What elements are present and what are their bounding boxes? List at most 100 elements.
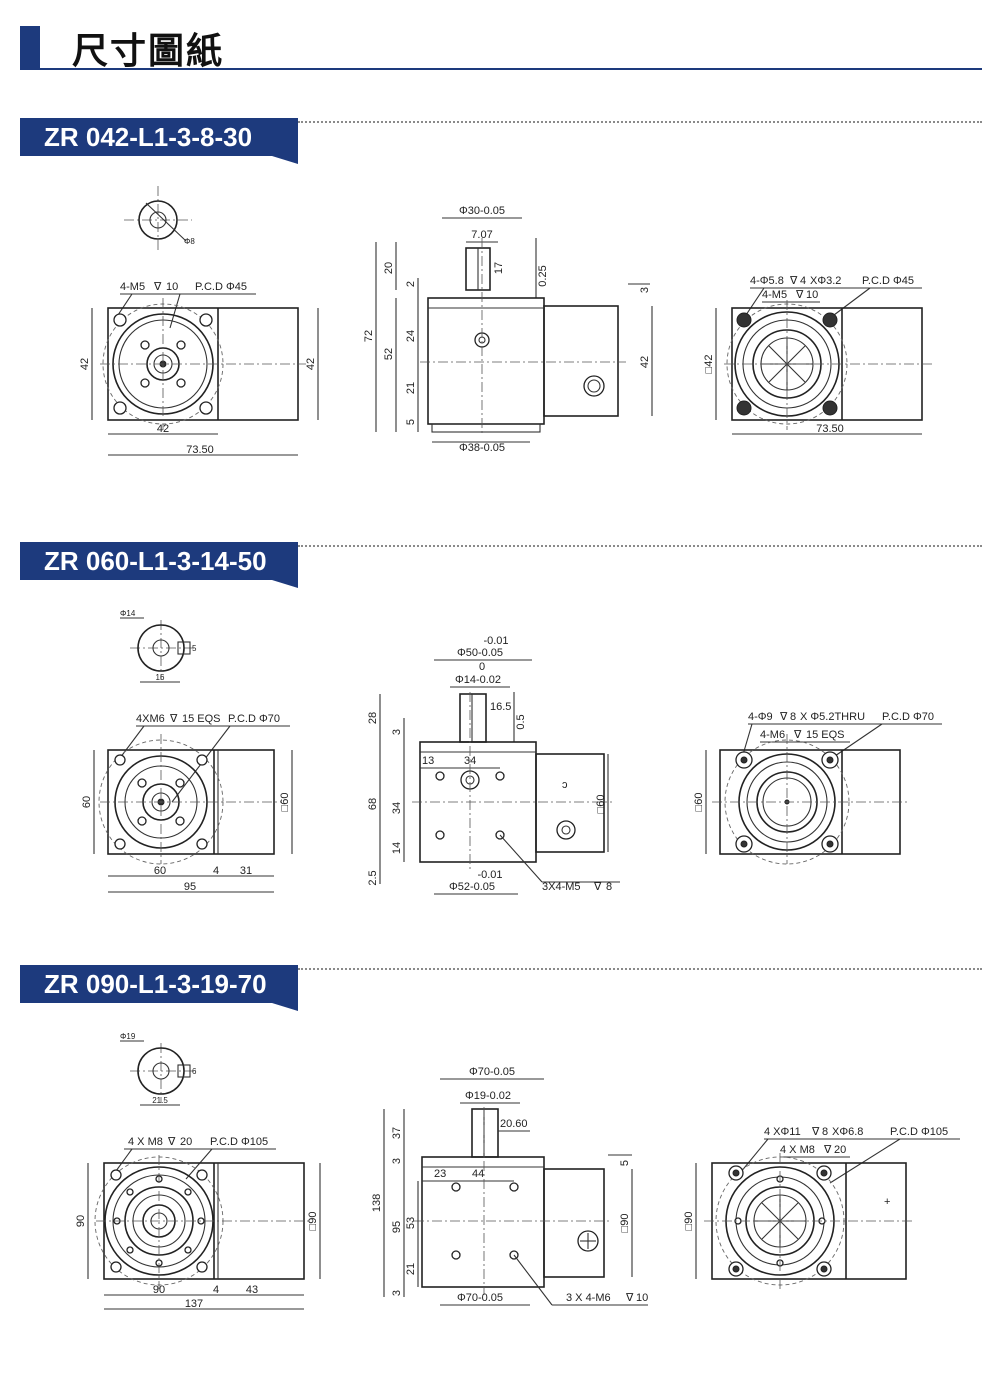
rear-pcd-label: P.C.D Φ45 <box>862 275 914 287</box>
rear-depth1-label: 8 <box>790 711 796 723</box>
tol-label: 0.25 <box>537 265 549 286</box>
side-square-label: □60 <box>595 795 607 814</box>
h2-label: 2 <box>405 281 417 287</box>
width-flange-label: 60 <box>154 865 166 877</box>
shaft-dia-label: Φ8 <box>184 237 195 246</box>
top-dia-label: Φ30-0.05 <box>459 205 505 217</box>
taps-label: 3 X 4-M6 <box>566 1292 611 1304</box>
header-rule <box>20 68 982 70</box>
section-title: ZR 090-L1-3-19-70 <box>20 965 298 1011</box>
svg-text:∇: ∇ <box>795 289 804 301</box>
shaft-dia-label: Φ14-0.02 <box>455 674 501 686</box>
svg-text:∇: ∇ <box>153 281 162 293</box>
pcd-label: P.C.D Φ105 <box>210 1136 268 1148</box>
shaft-dia-label: Φ19 <box>120 1032 136 1041</box>
svg-text:∇: ∇ <box>789 275 798 287</box>
shaft-tol-label: 0 <box>479 661 485 673</box>
rear-square-label: □90 <box>683 1212 695 1231</box>
h5-label: 5 <box>405 419 417 425</box>
svg-text:+: + <box>884 1196 890 1208</box>
svg-text:∇: ∇ <box>793 729 802 741</box>
width-total-label: 95 <box>184 881 196 893</box>
h25-label: 2.5 <box>367 870 379 885</box>
section-title: ZR 042-L1-3-8-30 <box>20 118 298 164</box>
h53-label: 53 <box>405 1217 417 1229</box>
rear-holes1-label: 4-Φ9 <box>748 711 773 723</box>
section-zr090: ZR 090-L1-3-19-70 Φ19 6 21.5 4 X M8 ∇ 20… <box>20 965 982 1385</box>
shaft-detail: Φ8 <box>124 186 195 253</box>
rear-holes1-label: 4-Φ5.8 <box>750 275 784 287</box>
shaft-len-label: 17 <box>493 262 505 274</box>
pcd-label: P.C.D Φ70 <box>228 713 280 725</box>
h28-label: 28 <box>367 712 379 724</box>
depth-label: 20 <box>180 1136 192 1148</box>
shaft-width-label: 16 <box>156 673 165 682</box>
svg-text:∇: ∇ <box>169 713 178 725</box>
h68-label: 68 <box>367 798 379 810</box>
svg-text:∇: ∇ <box>823 1144 832 1156</box>
h23-label: 23 <box>434 1168 446 1180</box>
shaft-width-label: 21.5 <box>152 1096 168 1105</box>
h21-label: 21 <box>405 382 417 394</box>
shaft-dia-label: Φ14 <box>120 609 136 618</box>
svg-text:∇: ∇ <box>779 711 788 723</box>
side-view: -0.01 Φ50-0.05 0 Φ14-0.02 16.5 0.5 13 34 <box>367 635 620 895</box>
width-gap-label: 4 <box>213 865 219 877</box>
front-view: 4XM6 ∇ 15 EQS P.C.D Φ70 <box>81 713 293 893</box>
bottom-dia-label: Φ70-0.05 <box>457 1292 503 1304</box>
top-dia-label: Φ70-0.05 <box>469 1066 515 1078</box>
h34-label: 34 <box>391 802 403 814</box>
h20-label: 20 <box>383 262 395 274</box>
header-accent-bar <box>20 26 40 70</box>
h42-label: 42 <box>639 356 651 368</box>
section-zr060: ZR 060-L1-3-14-50 Φ14 5 16 4XM6 ∇ 15 EQS… <box>20 542 982 962</box>
rear-depth1-label: 4 <box>800 275 806 287</box>
shaft-detail: Φ14 5 16 <box>120 609 197 683</box>
rear-holes2-label: 4-M6 <box>760 729 785 741</box>
h72-label: 72 <box>363 330 375 342</box>
tap-depth-label: 10 <box>636 1292 648 1304</box>
side-view: Φ30-0.05 7.07 17 0.25 3 42 72 <box>363 205 653 454</box>
width-body-label: 31 <box>240 865 252 877</box>
rear-pcd-label: P.C.D Φ105 <box>890 1126 948 1138</box>
h3b-label: 3 <box>391 1290 403 1296</box>
h24-label: 24 <box>405 330 417 342</box>
width-total-label: 137 <box>185 1298 203 1310</box>
section-rule <box>298 121 982 123</box>
svg-text:∇: ∇ <box>811 1126 820 1138</box>
width-gap-label: 4 <box>213 1284 219 1296</box>
h3-label: 3 <box>391 729 403 735</box>
svg-text:∇: ∇ <box>593 881 602 893</box>
height-label: 60 <box>81 796 93 808</box>
depth-label: 15 EQS <box>182 713 221 725</box>
h37-label: 37 <box>391 1127 403 1139</box>
pcd-label: P.C.D Φ45 <box>195 281 247 293</box>
square-label: □60 <box>279 793 291 812</box>
shaft-detail: Φ19 6 21.5 <box>120 1032 197 1106</box>
shaft-key-label: 6 <box>192 1067 197 1076</box>
h138-label: 138 <box>371 1194 383 1212</box>
height-label: 42 <box>79 358 91 370</box>
shaft-key-label: 5 <box>192 644 197 653</box>
h3-label: 3 <box>391 1158 403 1164</box>
rear-square-label: □42 <box>703 355 715 374</box>
bottom-dia-label: Φ38-0.05 <box>459 442 505 454</box>
holes-label: 4-M5 <box>120 281 145 293</box>
rear-view: 4 XΦ11 ∇ 8 XΦ6.8 P.C.D Φ105 4 X M8 ∇ 20 … <box>683 1126 960 1289</box>
page-title: 尺寸圖紙 <box>72 30 225 71</box>
top-tol-label: -0.01 <box>483 635 508 647</box>
h13-label: 13 <box>422 755 434 767</box>
depth-label: 10 <box>166 281 178 293</box>
key-label: 7.07 <box>471 229 492 241</box>
tol-label: 0.5 <box>515 714 527 729</box>
svg-text:∇: ∇ <box>167 1136 176 1148</box>
h14-label: 14 <box>391 842 403 854</box>
square-label: □90 <box>307 1212 319 1231</box>
section-zr042: ZR 042-L1-3-8-30 Φ8 4-M5 ∇ 10 P.C.D Φ45 <box>20 118 982 538</box>
rear-depth2-label: 15 EQS <box>806 729 845 741</box>
page-header: 尺寸圖紙 <box>20 16 982 71</box>
width-total-label: 73.50 <box>186 444 214 456</box>
rear-square-label: □60 <box>693 793 705 812</box>
rear-depth1-label: 8 <box>822 1126 828 1138</box>
h52-label: 52 <box>383 348 395 360</box>
